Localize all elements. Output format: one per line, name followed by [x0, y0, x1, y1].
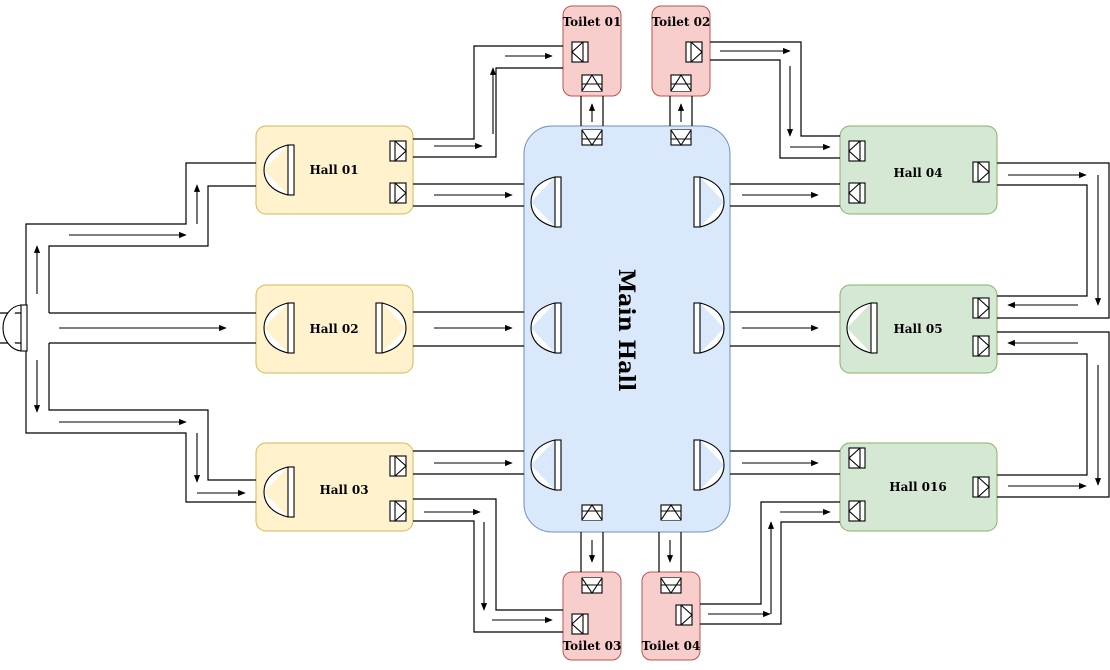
- hall-01-door-icon: [389, 140, 407, 162]
- hall-04-door-icon: [972, 161, 990, 183]
- toilet-02-door-icon: [685, 41, 703, 63]
- hall-03-door-icon: [389, 500, 407, 522]
- hall-016-label: Hall 016: [889, 480, 946, 494]
- toilet-02-label: Toilet 02: [652, 15, 711, 29]
- toilet-01: Toilet 01: [562, 5, 622, 97]
- hall-05-door-icon: [846, 302, 878, 354]
- hall-016-door-icon: [848, 447, 866, 469]
- hall-02-door-icon: [375, 302, 407, 354]
- hall-04: Hall 04: [839, 125, 998, 215]
- toilet-04-door-icon: [660, 577, 682, 594]
- doors: [2, 41, 990, 635]
- toilet-01-label: Toilet 01: [563, 15, 622, 29]
- hall-01-door-icon: [389, 182, 407, 204]
- flow-arrows: [33, 47, 1102, 624]
- hall-016-door-icon: [972, 476, 990, 498]
- main-hall-door-icon: [581, 129, 603, 146]
- toilet-04-door-icon: [675, 604, 693, 626]
- main-hall-label: Main Hall: [613, 269, 639, 391]
- main-hall-door-icon: [693, 302, 725, 354]
- main-hall-door-icon: [530, 302, 562, 354]
- toilet-01-door-icon: [571, 41, 589, 63]
- toilet-03-label: Toilet 03: [563, 639, 622, 653]
- toilet-03-door-icon: [581, 577, 603, 594]
- hall-03-label: Hall 03: [319, 483, 368, 497]
- hall-02-door-icon: [263, 302, 295, 354]
- main-hall-door-icon: [530, 439, 562, 491]
- entrance-door-icon: [2, 304, 28, 352]
- hall-03-door-icon: [389, 455, 407, 477]
- hall-05-label: Hall 05: [893, 322, 942, 336]
- hall-02-label: Hall 02: [309, 322, 358, 336]
- main-hall: Main Hall: [523, 125, 731, 533]
- hall-03: Hall 03: [255, 442, 414, 532]
- hall-04-door-icon: [848, 182, 866, 204]
- main-hall-door-icon: [660, 504, 682, 521]
- hall-03-door-icon: [263, 466, 295, 518]
- hall-05-door-icon: [972, 297, 990, 319]
- hall-016-door-icon: [848, 500, 866, 522]
- hall-01-door-icon: [263, 144, 295, 196]
- hall-016: Hall 016: [839, 442, 998, 532]
- toilet-02-door-icon: [670, 73, 692, 92]
- hall-01: Hall 01: [255, 125, 414, 215]
- hall-04-door-icon: [848, 140, 866, 162]
- main-hall-door-icon: [670, 129, 692, 146]
- toilet-03: Toilet 03: [562, 571, 622, 661]
- hall-01-label: Hall 01: [309, 163, 358, 177]
- toilet-04-label: Toilet 04: [642, 639, 701, 653]
- main-hall-door-icon: [693, 176, 725, 228]
- hall-05-door-icon: [972, 335, 990, 357]
- main-hall-door-icon: [693, 439, 725, 491]
- main-hall-door-icon: [530, 176, 562, 228]
- toilet-04: Toilet 04: [641, 571, 701, 661]
- hall-02: Hall 02: [255, 284, 414, 374]
- toilet-03-door-icon: [571, 613, 589, 635]
- main-hall-door-icon: [581, 504, 603, 521]
- toilet-01-door-icon: [581, 73, 603, 92]
- hall-05: Hall 05: [839, 284, 998, 374]
- toilet-02: Toilet 02: [651, 5, 711, 97]
- hall-04-label: Hall 04: [893, 166, 942, 180]
